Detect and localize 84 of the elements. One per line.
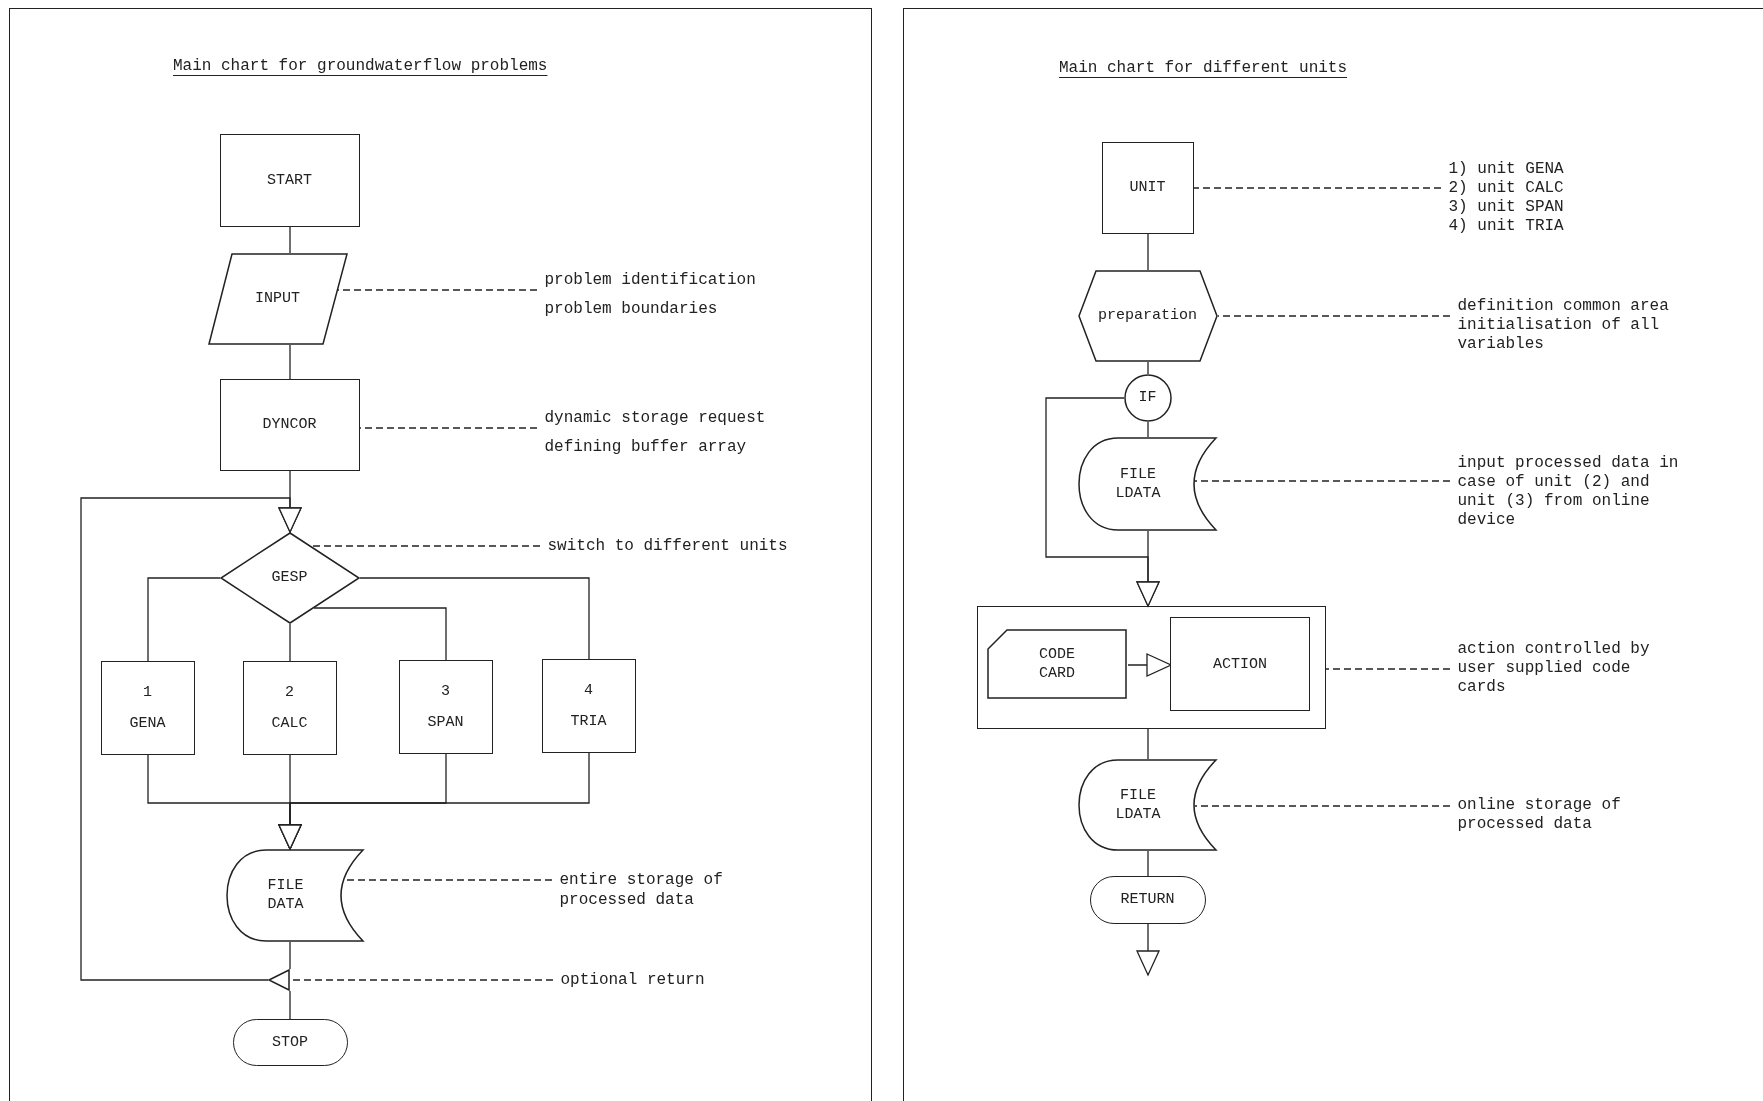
- node-label: FILE LDATA: [1114, 464, 1162, 503]
- node-label: FILE DATA: [266, 876, 305, 914]
- node-label: 1: [143, 682, 152, 702]
- annotation-text: action controlled by user supplied code cards: [1457, 639, 1651, 697]
- preparation-hexagon: [1077, 269, 1218, 362]
- node-label: START: [267, 170, 312, 190]
- leader-line: [1193, 187, 1442, 189]
- annotation-text: 3) unit SPAN: [1448, 197, 1564, 217]
- flow-arrow: [1127, 653, 1172, 677]
- node-label: FILE LDATA: [1114, 785, 1162, 824]
- node-label: 2: [285, 682, 294, 702]
- node-label: IF: [1138, 388, 1157, 407]
- process-box: [1170, 617, 1310, 711]
- annotation-text: 1) unit GENA: [1448, 159, 1564, 179]
- annotation-text: 4) unit TRIA: [1448, 216, 1564, 236]
- flow-arrow: [1136, 923, 1160, 976]
- leader-line: [1194, 805, 1451, 807]
- node-label: preparation: [1098, 306, 1197, 325]
- annotation-text: defining buffer array: [544, 436, 748, 458]
- panel-frame: [903, 8, 1763, 1101]
- flow-line: [289, 941, 291, 970]
- input-parallelogram: [207, 252, 348, 345]
- node-label: RETURN: [1120, 890, 1175, 909]
- leader-line: [344, 879, 553, 881]
- flow-line: [1147, 728, 1149, 760]
- flow-line: [1147, 850, 1149, 877]
- node-label: INPUT: [255, 289, 300, 308]
- group-frame: [976, 605, 1326, 729]
- storage-shape: [225, 848, 364, 942]
- flow-line: [359, 577, 590, 660]
- node-label: 3: [441, 681, 450, 701]
- process-box: [242, 660, 337, 755]
- panel-frame: [9, 8, 872, 1101]
- storage-shape: [1077, 436, 1217, 531]
- process-box: [100, 660, 195, 755]
- flow-line: [147, 577, 221, 662]
- annotation-text: online storage of processed data: [1457, 795, 1622, 834]
- leader-line: [1194, 480, 1451, 482]
- flow-line: [289, 990, 291, 1020]
- node-label: DYNCOR: [262, 415, 317, 434]
- annotation-text: switch to different units: [547, 535, 788, 556]
- process-box: [398, 659, 493, 754]
- process-box: [219, 378, 360, 471]
- node-label: GESP: [271, 568, 308, 587]
- flow-arrow: [80, 497, 302, 981]
- flow-line: [289, 623, 291, 662]
- annotation-text: optional return: [560, 969, 705, 990]
- flow-arrow: [1045, 397, 1160, 607]
- leader-line: [310, 545, 541, 547]
- annotation-text: problem identification: [544, 269, 756, 291]
- connector-circle: [1123, 373, 1172, 422]
- junction-triangle: [267, 968, 290, 991]
- annotation-text: entire storage of processed data: [559, 869, 724, 910]
- flow-line: [289, 226, 291, 254]
- node-label: TRIA: [570, 711, 607, 731]
- annotation-text: dynamic storage request: [544, 407, 766, 429]
- node-label: 4: [584, 680, 593, 700]
- flow-line: [1147, 233, 1149, 271]
- process-box: [219, 133, 360, 227]
- punch-card-shape: [987, 629, 1127, 699]
- node-label: STOP: [272, 1032, 308, 1052]
- chart-title: Main chart for different units: [1059, 59, 1348, 77]
- process-box: [541, 658, 636, 753]
- storage-shape: [1077, 758, 1217, 851]
- flow-line: [289, 344, 291, 380]
- node-label: UNIT: [1129, 178, 1166, 197]
- leader-line: [1217, 315, 1451, 317]
- annotation-text: definition common area initialisation of all variables: [1457, 296, 1670, 354]
- node-label: SPAN: [427, 712, 464, 732]
- node-label: ACTION: [1213, 654, 1267, 674]
- process-box: [1101, 141, 1194, 234]
- decision-diamond: [219, 531, 360, 624]
- leader-line: [1325, 668, 1451, 670]
- node-label: CODE CARD: [1038, 645, 1076, 683]
- annotation-text: problem boundaries: [544, 298, 719, 320]
- flow-line: [1147, 361, 1149, 375]
- chart-title: Main chart for groundwaterflow problems: [173, 57, 548, 75]
- flow-line: [313, 607, 447, 661]
- annotation-text: 2) unit CALC: [1448, 178, 1564, 198]
- flow-line: [1147, 421, 1149, 438]
- annotation-text: input processed data in case of unit (2) and unit (3) from online device: [1457, 453, 1680, 530]
- flow-arrow: [278, 752, 590, 850]
- node-label: CALC: [271, 713, 308, 733]
- node-label: GENA: [129, 713, 166, 733]
